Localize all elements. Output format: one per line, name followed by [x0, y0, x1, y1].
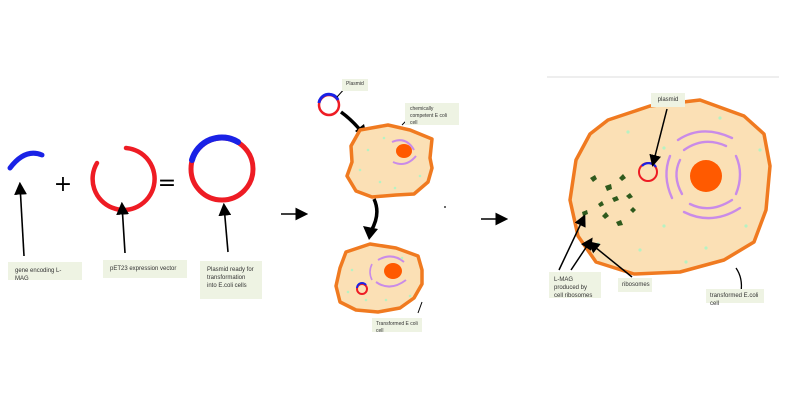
expressing-cell-body [568, 98, 772, 276]
expressing-cell-nucleus [690, 160, 722, 192]
lmag-label: L-MAG produced by cell ribosomes [549, 272, 601, 299]
vector-pointer-arrow [116, 201, 129, 254]
competent-cell-label: chemically competent E coli cell [405, 103, 459, 126]
competent-cell-halo [391, 139, 415, 151]
transformed-cell-plasmid-insert [356, 282, 367, 289]
vector-label: pET23 expression vector [103, 260, 187, 278]
transformed-cell-halo [377, 255, 405, 263]
ready-plasmid-blue-insert [189, 134, 241, 163]
competent-cell-nucleus [396, 144, 412, 158]
transformed-cell-nucleus [384, 263, 402, 279]
competent-cell-body [345, 123, 434, 199]
uptake-arrow [339, 110, 363, 133]
plasmid-big-pointer [649, 108, 668, 167]
competent-cell-halo [392, 155, 417, 165]
stray-dot [444, 206, 446, 208]
ready-plasmid-pointer-arrow [218, 202, 232, 253]
transformed-small-label: Transformed E coli cell [372, 318, 422, 334]
lmag-pointer-arrow [558, 214, 586, 271]
competent-cell-dots [358, 136, 422, 190]
ribosomes-label: ribosomes [618, 278, 652, 292]
gene-label: gene encoding L-MAG [8, 262, 82, 282]
lmag-pointer-arrow [570, 237, 593, 271]
expressing-cell-halo [665, 130, 742, 220]
plasmid-small-label: Plasmid [342, 79, 368, 91]
ribosome-pointer-arrow [587, 241, 633, 278]
transformed-cell-dots [346, 256, 412, 302]
plasmid-ready-label: Plasmid ready for transformation into E.… [200, 261, 262, 299]
vector-arc [90, 145, 157, 213]
plasmid-big-label: plasmid [651, 93, 685, 107]
gene-pointer-arrow [14, 181, 27, 257]
transformed-cell-halo [375, 279, 407, 288]
transformed-cell-pointer [417, 301, 423, 314]
transformed-cell-plasmid [356, 283, 368, 295]
ribosome-cluster [582, 174, 636, 226]
gene-insert-arc [7, 150, 45, 171]
transformed-cell-halo [369, 263, 373, 281]
transformed-big-label: transformed E.coli cell [706, 289, 764, 307]
transformation-arrow [369, 198, 379, 232]
plus-sign: + [54, 172, 72, 197]
transformation-arrow-head [363, 226, 378, 240]
small-plasmid-blue [317, 92, 340, 104]
equals-sign: = [158, 171, 176, 196]
transformed-cell-body [334, 242, 424, 314]
